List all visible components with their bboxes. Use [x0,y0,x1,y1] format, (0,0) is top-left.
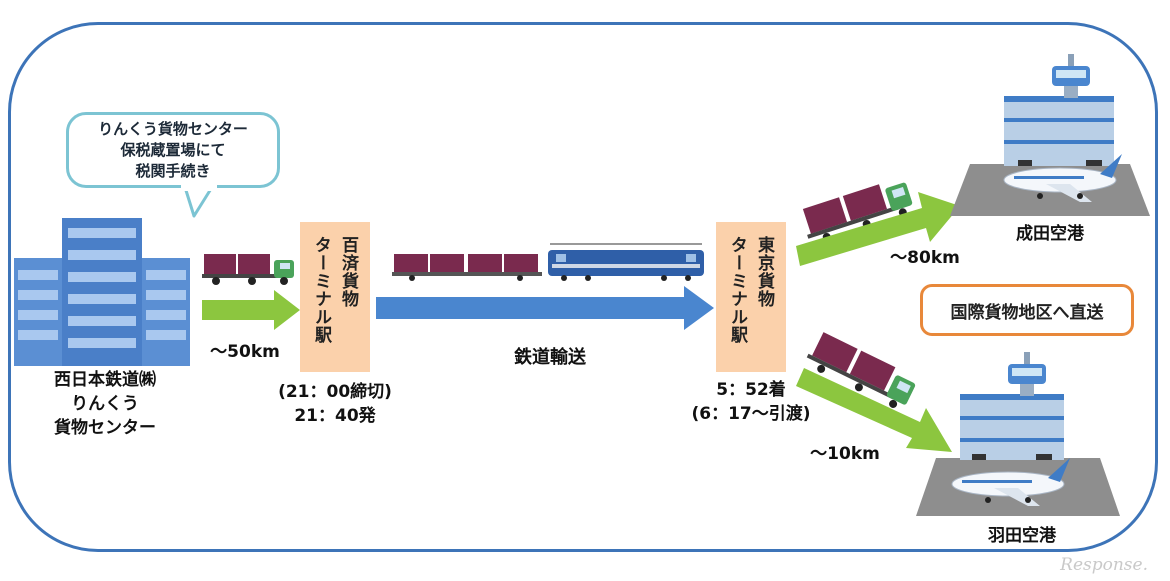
callout-line-2: 保税蔵置場にて [120,140,226,159]
blue-rail-arrow [376,286,714,330]
distance-10km: ～10km [810,444,880,464]
tokyo-terminal-box: 東京貨物 ターミナル駅 [716,222,786,372]
origin-line-2: りんくう [71,394,139,414]
callout-line-1: りんくう貨物センター [98,119,248,138]
truck-icon [202,254,294,285]
origin-label: 西日本鉄道㈱ りんくう 貨物センター [20,368,190,440]
truck-icon [802,182,913,241]
airport-icon [950,54,1150,216]
kudara-terminal-col-1: 百済貨物 [338,236,358,308]
airplane-icon [951,458,1070,506]
green-arrow-to-haneda [796,368,952,452]
tokyo-terminal-col-1: 東京貨物 [754,236,774,308]
response-watermark: Response. [1060,555,1148,575]
tokyo-arrival-time: 5：52着 [716,380,786,400]
origin-line-3: 貨物センター [54,418,156,438]
airplane-icon [1003,154,1122,202]
rail-transport-label: 鉄道輸送 [514,347,586,368]
kudara-departure-time: 21：40発 [294,406,376,426]
freight-train-icon [392,243,704,281]
callout-line-3: 税関手続き [135,161,211,180]
distance-50km: ～50km [210,342,280,362]
customs-callout: りんくう貨物センター 保税蔵置場にて 税関手続き [66,112,280,188]
office-building-icon [14,218,190,366]
callout-tail-mask [181,183,217,191]
truck-icon [806,332,916,408]
distance-80km: ～80km [890,248,960,268]
haneda-airport-label: 羽田空港 [988,526,1056,546]
narita-airport-label: 成田空港 [1016,224,1084,244]
tokyo-terminal-col-2: ターミナル駅 [727,236,747,344]
origin-line-1: 西日本鉄道㈱ [54,370,156,390]
tokyo-times: 5：52着 (6：17～引渡) [678,378,824,426]
green-arrow-to-narita [796,192,960,266]
tokyo-handover-time: (6：17～引渡) [691,404,811,424]
kudara-terminal-col-2: ターミナル駅 [311,236,331,344]
intl-cargo-direct-box: 国際貨物地区へ直送 [920,284,1134,336]
diagram-frame [8,22,1158,552]
green-arrow-to-terminal [202,290,300,330]
kudara-terminal-box: 百済貨物 ターミナル駅 [300,222,370,372]
kudara-times: (21：00締切) 21：40発 [262,380,408,428]
kudara-cutoff-time: (21：00締切) [278,382,392,402]
